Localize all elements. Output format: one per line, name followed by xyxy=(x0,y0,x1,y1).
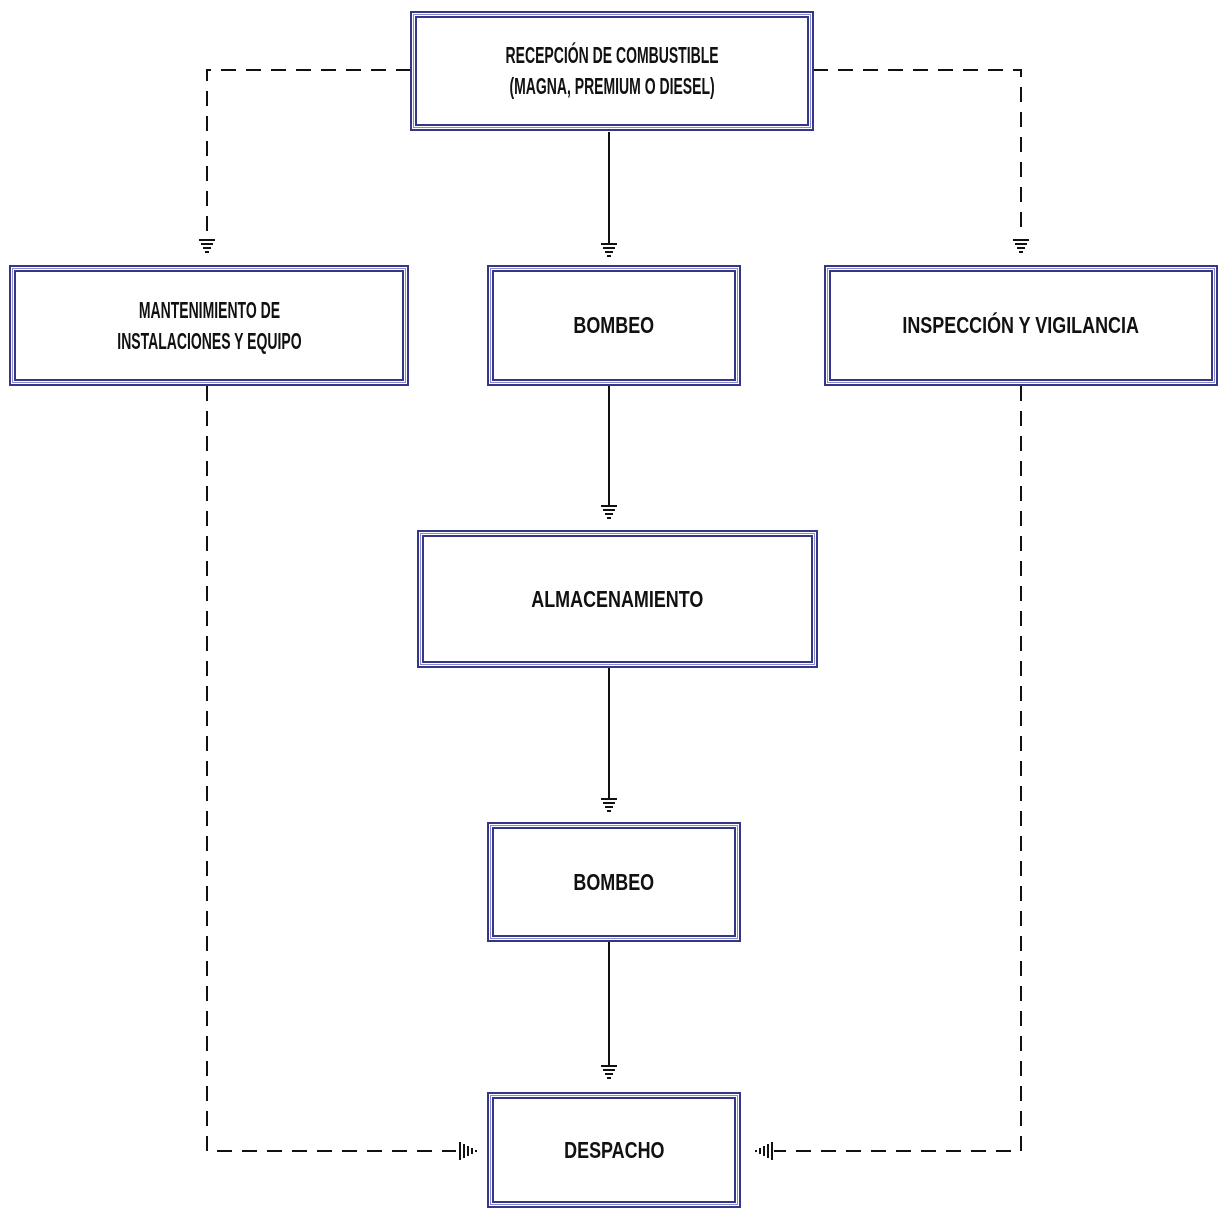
node-bombeo-1-label: BOMBEO xyxy=(573,312,655,338)
node-mantenimiento: MANTENIMIENTO DE INSTALACIONES Y EQUIPO xyxy=(9,265,409,386)
edge-inspeccion-despacho xyxy=(774,386,1022,1152)
node-despacho: DESPACHO xyxy=(487,1092,741,1208)
edge-recepcion-mantenimiento xyxy=(206,69,411,237)
node-inspeccion-label: INSPECCIÓN Y VIGILANCIA xyxy=(902,312,1140,338)
node-mantenimiento-line1: MANTENIMIENTO DE xyxy=(138,296,280,323)
ground-symbol-icon xyxy=(199,239,215,253)
node-bombeo-2: BOMBEO xyxy=(487,822,741,942)
ground-symbol-icon xyxy=(755,1142,773,1160)
ground-symbol-icon xyxy=(459,1142,477,1160)
ground-symbol-icon xyxy=(601,1065,617,1079)
node-mantenimiento-line2: INSTALACIONES Y EQUIPO xyxy=(116,327,302,354)
ground-symbol-icon xyxy=(601,243,617,257)
node-recepcion-line2: (MAGNA, PREMIUM O DIESEL) xyxy=(509,73,715,99)
node-despacho-label: DESPACHO xyxy=(563,1136,665,1163)
node-recepcion: RECEPCIÓN DE COMBUSTIBLE (MAGNA, PREMIUM… xyxy=(410,11,814,131)
node-almacenamiento: ALMACENAMIENTO xyxy=(417,530,818,668)
edge-recepcion-inspeccion xyxy=(813,69,1022,237)
node-bombeo-2-label: BOMBEO xyxy=(573,868,655,895)
node-bombeo-1: BOMBEO xyxy=(487,265,741,386)
ground-symbol-icon xyxy=(601,798,617,812)
node-inspeccion: INSPECCIÓN Y VIGILANCIA xyxy=(824,265,1218,386)
ground-symbol-icon xyxy=(601,505,617,519)
node-almacenamiento-label: ALMACENAMIENTO xyxy=(531,585,704,612)
node-recepcion-line1: RECEPCIÓN DE COMBUSTIBLE xyxy=(505,42,719,68)
edge-mantenimiento-despacho xyxy=(206,386,456,1152)
ground-symbol-icon xyxy=(1013,239,1029,253)
